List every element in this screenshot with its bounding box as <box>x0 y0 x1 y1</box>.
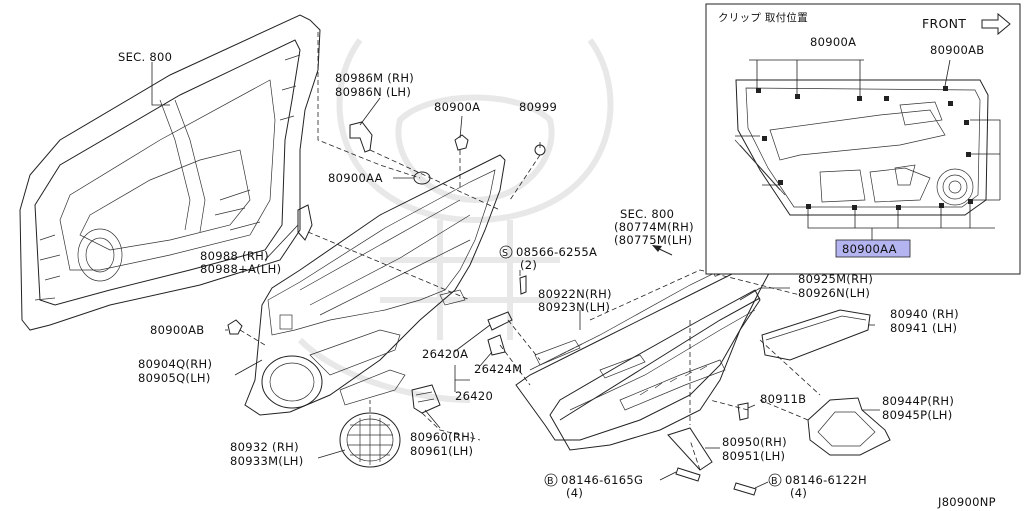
circle-s-letter: S <box>502 248 508 259</box>
label-80945p: 80945P(LH) <box>882 408 953 422</box>
label-screw-qty: (2) <box>520 258 537 272</box>
label-80774m: (80774M(RH) <box>614 220 694 234</box>
circle-b-letter-1: B <box>547 476 554 487</box>
diagram-id: J80900NP <box>937 495 996 509</box>
label-80941: 80941 (LH) <box>890 321 957 335</box>
label-sec800-top: SEC. 800 <box>118 50 172 64</box>
inset-label-80900aa: 80900AA <box>842 242 897 256</box>
armrest-pad <box>761 309 871 361</box>
label-80960: 80960(RH) <box>410 430 475 444</box>
sec-arrow <box>652 245 673 256</box>
label-80988a: 80988+A(LH) <box>200 262 281 276</box>
label-80932: 80932 (RH) <box>230 440 299 454</box>
label-80926n: 80926N(LH) <box>798 286 870 300</box>
inset-label-80900ab: 80900AB <box>930 43 984 57</box>
label-80911b: 80911B <box>760 392 806 406</box>
small-parts <box>227 121 757 496</box>
label-80922n: 80922N(RH) <box>538 287 612 301</box>
label-80775m: (80775M(LH) <box>614 233 692 247</box>
label-bolt2-code: 08146-6122H <box>785 473 867 487</box>
circle-s-icon <box>499 245 513 259</box>
inset-label-80900a: 80900A <box>810 35 856 49</box>
watermark <box>297 38 614 403</box>
circle-b-letter-2: B <box>771 476 778 487</box>
label-bolt1-code: 08146-6165G <box>561 473 643 487</box>
label-26424m: 26424M <box>474 362 522 376</box>
label-80925m: 80925M(RH) <box>798 272 873 286</box>
label-80999: 80999 <box>519 100 557 114</box>
label-26420a: 26420A <box>422 347 468 361</box>
assembly-lines <box>239 32 821 471</box>
label-screw-code: 08566-6255A <box>516 245 597 259</box>
label-80905q: 80905Q(LH) <box>138 371 211 385</box>
label-80904q: 80904Q(RH) <box>138 357 212 371</box>
part-labels: SEC. 800 80986M (RH) 80986N (LH) 80900A … <box>118 11 996 509</box>
label-80961: 80961(LH) <box>410 444 473 458</box>
label-80944p: 80944P(RH) <box>882 394 954 408</box>
label-80986n: 80986N (LH) <box>335 85 411 99</box>
clip-location-inset <box>705 3 1021 275</box>
label-80923n: 80923N(LH) <box>538 300 610 314</box>
label-bolt2-qty: (4) <box>790 486 807 500</box>
door-trim-right <box>515 254 776 451</box>
front-arrow-icon <box>981 12 1011 36</box>
inset-front-label: FRONT <box>922 16 966 31</box>
label-sec800-mid: SEC. 800 <box>620 207 674 221</box>
label-80950: 80950(RH) <box>722 435 787 449</box>
door-trim-left <box>244 154 506 416</box>
circle-b-icon-2 <box>768 473 782 487</box>
leader-lines <box>151 62 880 489</box>
label-80986m: 80986M (RH) <box>335 71 414 85</box>
label-80951: 80951(LH) <box>722 449 785 463</box>
inset-title: クリップ 取付位置 <box>718 11 808 24</box>
label-80940: 80940 (RH) <box>890 307 959 321</box>
label-80900aa: 80900AA <box>328 171 383 185</box>
label-80988: 80988 (RH) <box>200 249 269 263</box>
finisher <box>807 397 891 456</box>
speaker-grille <box>339 412 401 468</box>
clip-80900aa-highlight <box>835 239 911 258</box>
circle-b-icon-1 <box>544 473 558 487</box>
label-26420: 26420 <box>455 389 493 403</box>
label-80900ab: 80900AB <box>150 323 204 337</box>
label-80900a: 80900A <box>434 100 480 114</box>
label-80933m: 80933M(LH) <box>230 454 304 468</box>
label-bolt1-qty: (4) <box>566 486 583 500</box>
